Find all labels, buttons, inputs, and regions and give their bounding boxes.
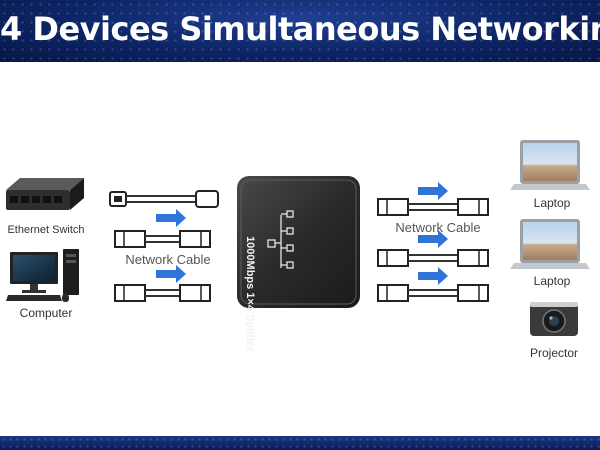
splitter-device <box>237 176 360 308</box>
laptop-icon <box>510 219 590 269</box>
title-banner: 4 Devices Simultaneous Networking <box>0 0 600 62</box>
right-cable-label: Network Cable <box>395 220 481 235</box>
splitter-label: 1000Mbps 1×4 Splitter <box>244 236 256 352</box>
network-cable-right-3 <box>377 284 489 302</box>
computer-label: Computer <box>19 306 73 320</box>
network-cable-right-1 <box>377 198 489 216</box>
laptop-2-label: Laptop <box>533 274 571 288</box>
arrow-right-icon <box>156 209 186 227</box>
ethernet-switch-icon <box>6 178 84 210</box>
banner-pattern <box>0 0 600 62</box>
left-cable-label: Network Cable <box>125 252 211 267</box>
arrow-right-icon <box>418 267 448 285</box>
laptop-1-label: Laptop <box>533 196 571 210</box>
arrow-right-icon <box>418 182 448 200</box>
projector-label: Projector <box>529 346 579 360</box>
network-topology-icon <box>267 210 294 269</box>
arrow-right-icon <box>418 230 448 248</box>
ethernet-switch-label: Ethernet Switch <box>7 224 85 236</box>
network-cable-left-1 <box>114 230 211 248</box>
usb-cable <box>109 190 219 208</box>
network-cable-right-2 <box>377 249 489 267</box>
banner-title: 4 Devices Simultaneous Networking <box>0 10 600 48</box>
bottom-band-pattern <box>0 436 600 450</box>
projector-icon <box>530 302 578 336</box>
computer-icon <box>6 249 79 302</box>
laptop-icon <box>510 140 590 190</box>
bottom-band <box>0 436 600 450</box>
arrow-right-icon <box>156 265 186 283</box>
network-cable-left-2 <box>114 284 211 302</box>
